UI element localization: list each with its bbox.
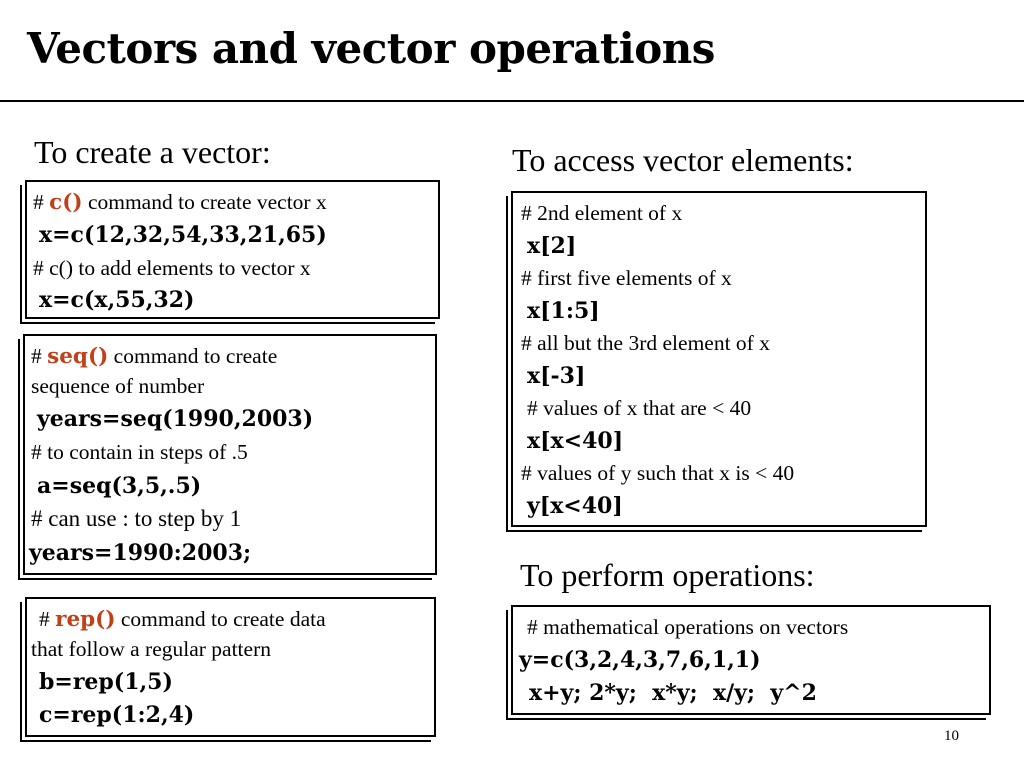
create-comment-1-text: command to create vector x <box>82 190 327 214</box>
rep-code-1: b=rep(1,5) <box>39 669 173 695</box>
access-comment-1: # 2nd element of x <box>521 201 683 225</box>
create-code-2: x=c(x,55,32) <box>39 287 195 313</box>
page-number: 10 <box>944 728 959 744</box>
function-rep: rep() <box>55 607 116 632</box>
seq-box: # seq() command to create sequence of nu… <box>23 334 437 575</box>
create-comment-2: # c() to add elements to vector x <box>33 256 311 280</box>
access-code-4: x[x<40] <box>527 428 624 454</box>
operations-box: # mathematical operations on vectors y=c… <box>511 605 991 715</box>
access-elements-heading: To access vector elements: <box>512 142 854 178</box>
function-c: c() <box>49 190 83 215</box>
create-comment-1: # c() command to create vector x <box>33 190 327 215</box>
rep-comment-1b: that follow a regular pattern <box>31 637 271 661</box>
seq-comment-1: # seq() command to create <box>31 344 277 369</box>
access-comment-2: # first five elements of x <box>521 266 732 290</box>
seq-code-1: years=seq(1990,2003) <box>37 406 314 432</box>
hash-mark: # <box>31 344 42 368</box>
access-box: # 2nd element of x x[2] # first five ele… <box>511 191 927 527</box>
seq-comment-1-text: command to create <box>108 344 278 368</box>
seq-code-3: years=1990:2003; <box>29 540 252 566</box>
access-code-5: y[x<40] <box>527 493 623 519</box>
access-comment-5: # values of y such that x is < 40 <box>521 461 795 485</box>
access-code-2: x[1:5] <box>527 298 600 324</box>
access-code-1: x[2] <box>527 233 577 259</box>
seq-comment-1b: sequence of number <box>31 374 205 398</box>
title-divider <box>0 100 1024 102</box>
create-code-1: x=c(12,32,54,33,21,65) <box>39 222 327 248</box>
operations-code-2: x+y; 2*y; x*y; x/y; y^2 <box>529 680 817 706</box>
access-comment-3: # all but the 3rd element of x <box>521 331 770 355</box>
seq-code-2: a=seq(3,5,.5) <box>37 473 202 499</box>
function-seq: seq() <box>47 344 109 369</box>
create-vector-heading: To create a vector: <box>34 134 271 170</box>
hash-mark: # <box>33 190 44 214</box>
rep-comment-1: # rep() command to create data <box>39 607 326 632</box>
rep-code-2: c=rep(1:2,4) <box>39 702 195 728</box>
hash-mark: # <box>39 607 50 631</box>
access-comment-4: # values of x that are < 40 <box>527 396 752 420</box>
rep-comment-1-text: command to create data <box>115 607 326 631</box>
operations-code-1: y=c(3,2,4,3,7,6,1,1) <box>519 647 761 673</box>
create-vector-box: # c() command to create vector x x=c(12,… <box>25 180 440 319</box>
seq-comment-3: # can use : to step by 1 <box>31 506 242 531</box>
perform-operations-heading: To perform operations: <box>520 557 815 593</box>
seq-comment-2: # to contain in steps of .5 <box>31 440 248 464</box>
operations-comment: # mathematical operations on vectors <box>527 615 849 639</box>
access-code-3: x[-3] <box>527 363 586 389</box>
rep-box: # rep() command to create data that foll… <box>25 597 436 737</box>
slide-title: Vectors and vector operations <box>27 24 715 73</box>
